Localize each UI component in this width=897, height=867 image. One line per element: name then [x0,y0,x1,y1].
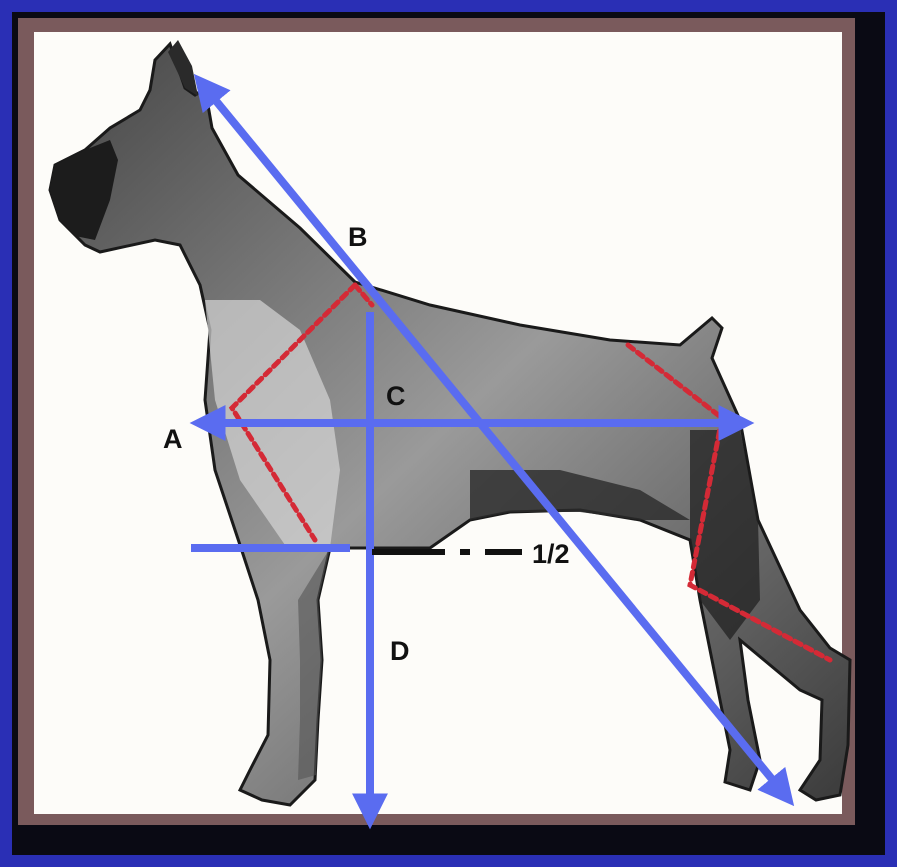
label-d: D [390,636,410,666]
label-b: B [348,222,368,252]
label-half: 1/2 [532,539,570,569]
label-c: C [386,381,406,411]
label-a: A [163,424,183,454]
